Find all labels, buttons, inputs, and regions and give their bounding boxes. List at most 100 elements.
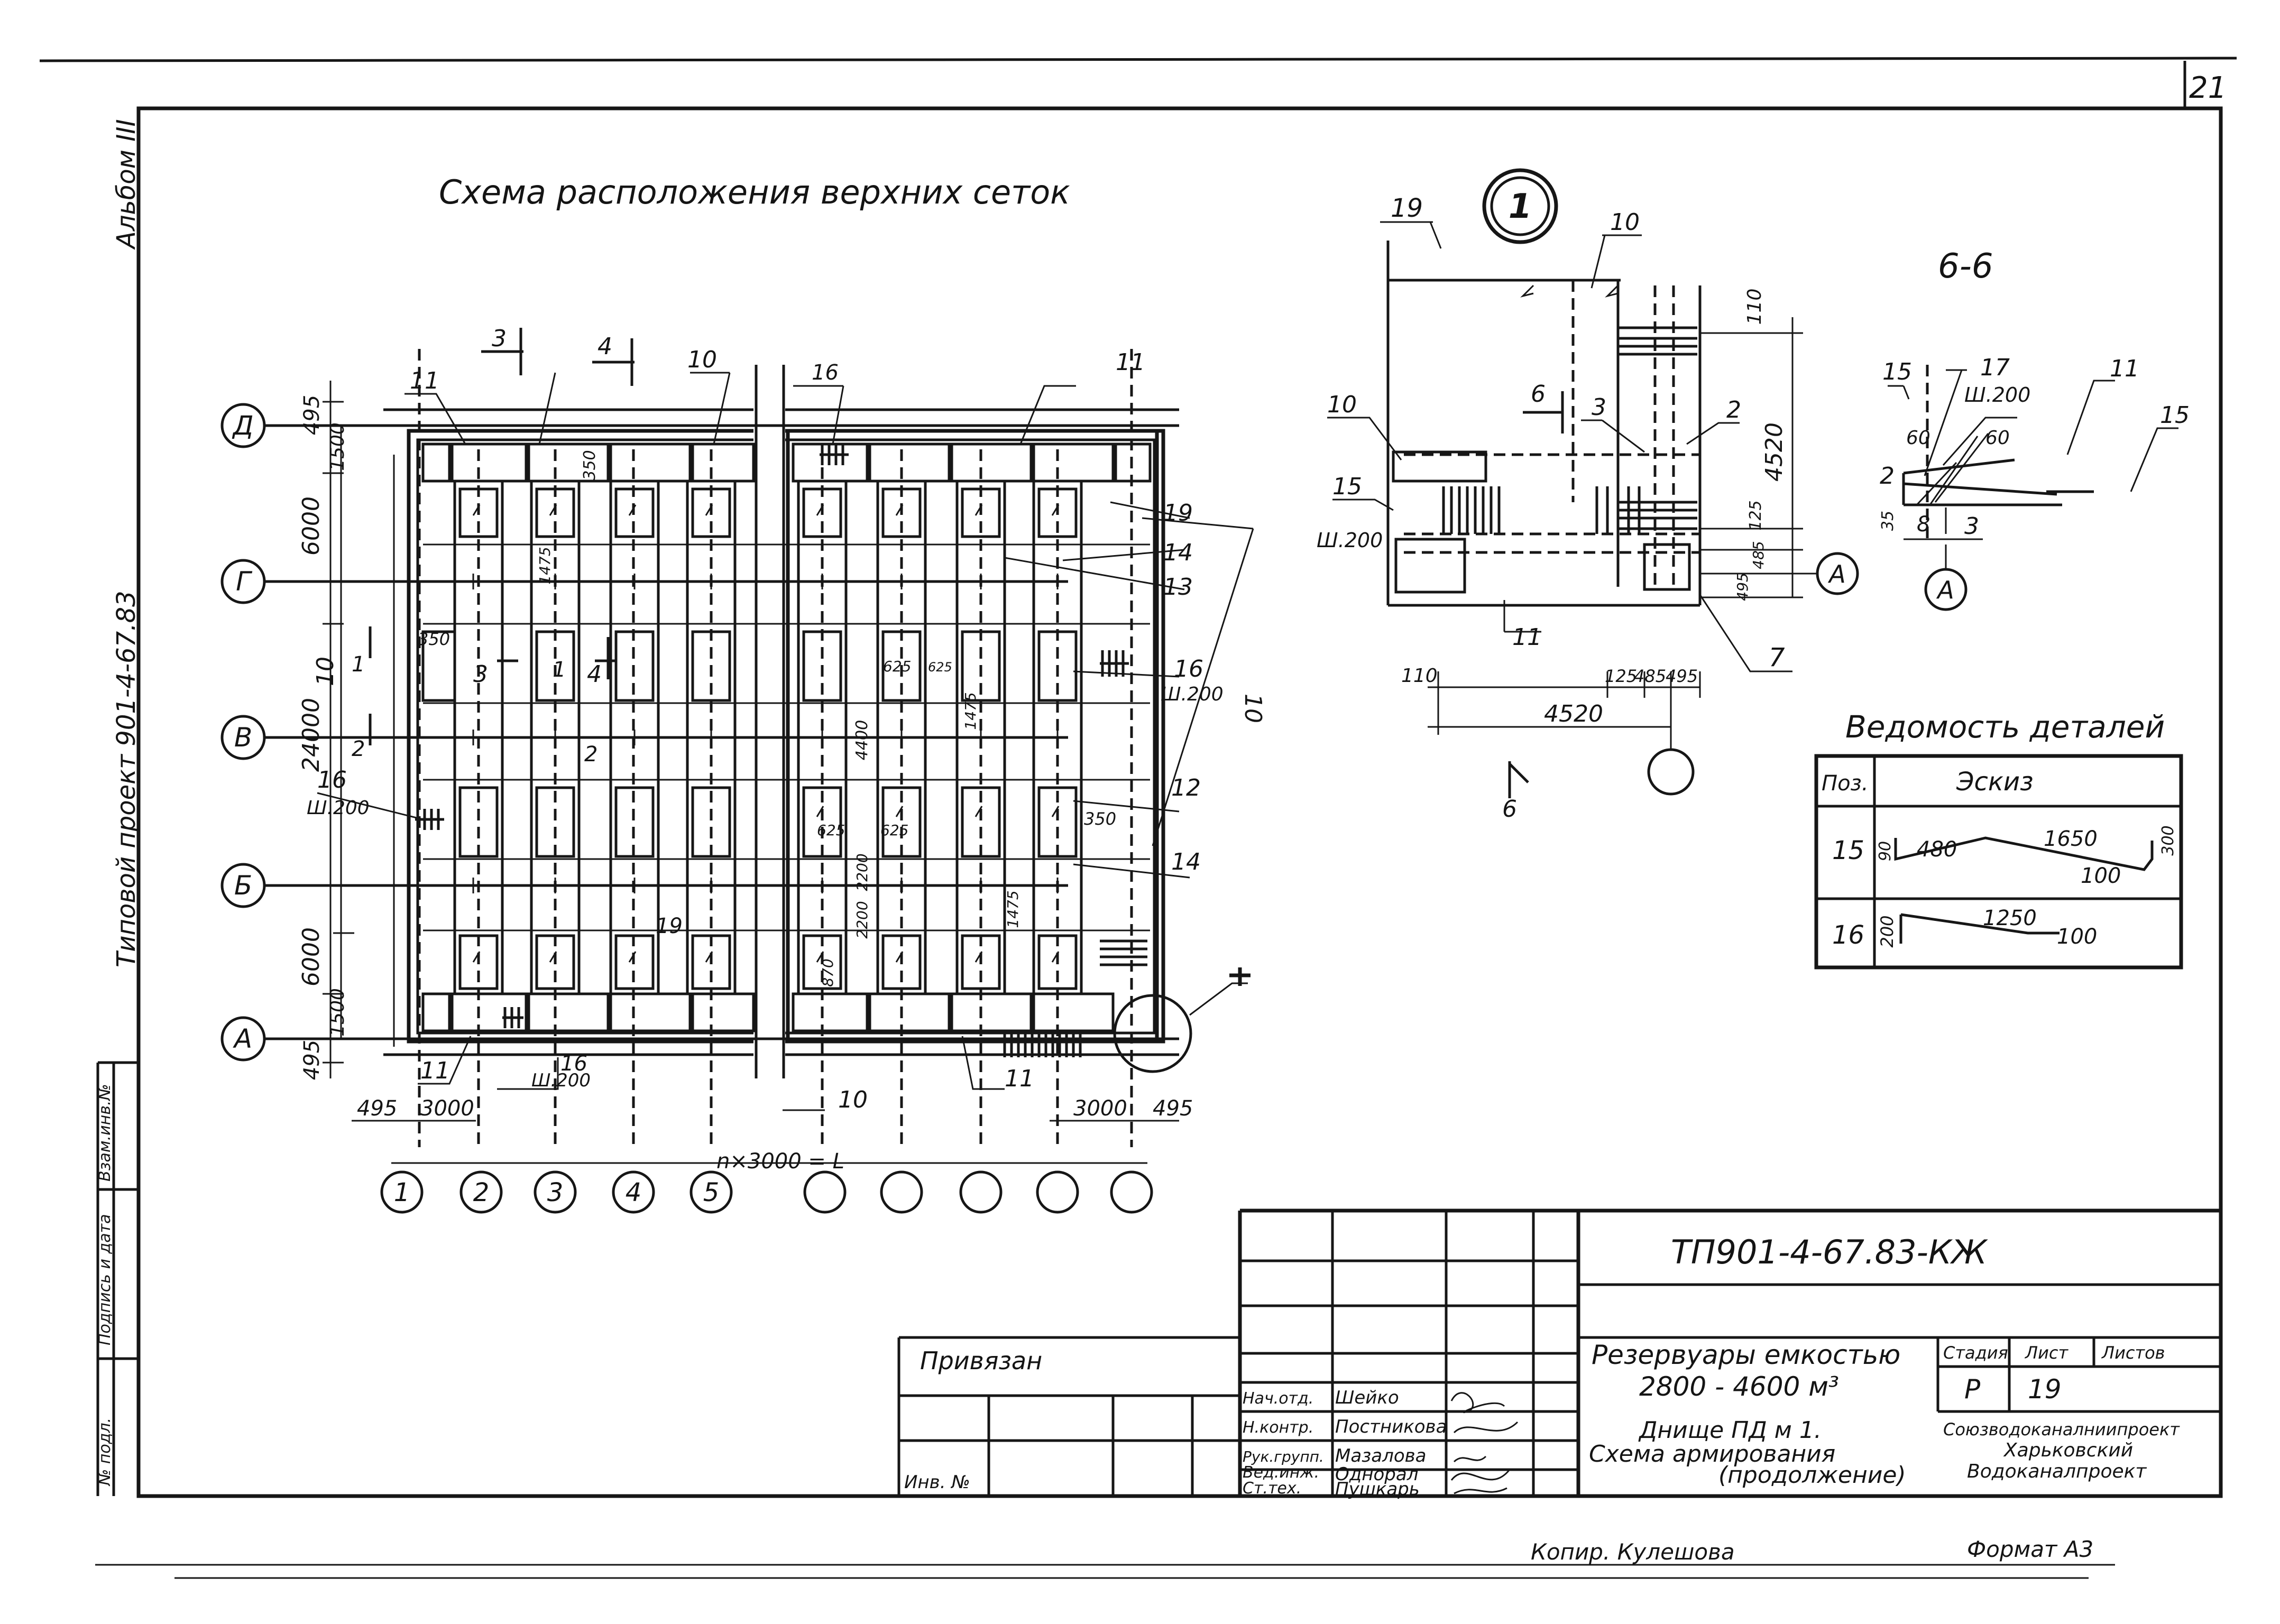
org-line-1: Союзводоканалниипроект — [1943, 1419, 2180, 1440]
detail-1-dim-485-v: 485 — [1750, 541, 1767, 569]
parts-row-15-c: 1650 — [2044, 827, 2098, 851]
sheet-line-1: Днище ПД м 1. — [1638, 1417, 1822, 1444]
callout-16-bottom: 16 — [560, 1051, 587, 1076]
stage-value: Р — [1964, 1374, 1981, 1405]
sheet-number: 21 — [2189, 71, 2227, 105]
role-head-of-dept: Нач.отд. — [1243, 1389, 1313, 1408]
inventory-label: Инв. № — [904, 1472, 970, 1493]
section-3-top: 3 — [492, 325, 507, 352]
callout-10-bottom: 10 — [838, 1086, 868, 1113]
name-lead-engineer: Однорал — [1335, 1464, 1418, 1485]
detail-1-label-2: 2 — [1726, 396, 1741, 423]
section-2-left: 2 — [352, 737, 365, 761]
col-axis-1: 1 — [394, 1178, 410, 1207]
sheet-line-3: (продолжение) — [1718, 1462, 1906, 1489]
detail-1-label-15-step: Ш.200 — [1317, 529, 1383, 552]
col-axis-5: 5 — [703, 1178, 720, 1207]
parts-row-15-e: 100 — [2081, 864, 2121, 888]
section-6-6-title: 6-6 — [1938, 247, 1993, 286]
name-head-of-dept: Шейко — [1335, 1387, 1399, 1408]
parts-table: Ведомость деталей Поз. Эскиз 15 90 480 1… — [1814, 709, 2183, 970]
role-group-lead: Рук.групп. — [1243, 1448, 1324, 1465]
signatures — [1450, 1392, 1519, 1494]
section-4-top: 4 — [597, 333, 612, 360]
dim-625-a: 625 — [883, 658, 911, 675]
detail-1: 1 19 10 6 3 2 10 15 Ш.200 11 7 110 4520 — [1317, 168, 1859, 823]
callout-16-right-step: Ш.200 — [1161, 684, 1224, 705]
row-axis-V: В — [234, 722, 252, 753]
parts-row-15-pos: 15 — [1832, 836, 1864, 865]
row-axis-B: Б — [234, 870, 252, 901]
callout-16-left: 16 — [317, 767, 347, 793]
dim-625-c: 625 — [817, 822, 845, 839]
dim-6000-top: 6000 — [298, 496, 325, 556]
side-stamp-replaces: Взам.инв.№ — [96, 1084, 114, 1182]
dim-1475-c: 1475 — [1004, 890, 1022, 928]
callout-16-top: 16 — [812, 361, 839, 385]
plan-title: Схема расположения верхних сеток — [439, 173, 1070, 211]
sheet-line-2: Схема армирования — [1589, 1441, 1835, 1468]
col-axis-2: 2 — [473, 1178, 490, 1207]
detail-1-mark: 1 — [1509, 187, 1532, 226]
dim-495-right: 495 — [1153, 1096, 1193, 1121]
section-6-6-label-35: 35 — [1879, 511, 1897, 531]
dim-10-left: 10 — [312, 657, 339, 686]
callout-11-tl: 11 — [410, 367, 439, 394]
parts-row-15-b: 480 — [1917, 837, 1957, 862]
dim-2200-b: 2200 — [853, 901, 871, 938]
section-1-mid: 1 — [553, 658, 566, 682]
callout-10-top: 10 — [687, 346, 717, 373]
dim-10-right: 10 — [1239, 694, 1266, 723]
sheet-label: Лист — [2025, 1343, 2068, 1363]
section-2-mid: 2 — [584, 742, 597, 767]
format-label: Формат А3 — [1967, 1536, 2093, 1562]
org-line-3: Водоканалпроект — [1967, 1461, 2147, 1482]
parts-table-col-pos: Поз. — [1822, 771, 1869, 796]
callout-11-bottom-left: 11 — [420, 1057, 450, 1084]
dim-24000: 24000 — [298, 698, 325, 772]
callout-19-right: 19 — [1163, 500, 1193, 527]
role-norm-control: Н.контр. — [1243, 1418, 1313, 1437]
plan-callouts: 11 10 16 11 19 14 13 16 Ш.200 12 14 16 Ш… — [307, 346, 1254, 1113]
col-axis-3: 3 — [547, 1178, 564, 1207]
detail-1-dim-4520-h: 4520 — [1544, 700, 1603, 727]
object-line-1: Резервуары емкостью — [1592, 1340, 1900, 1370]
parts-row-16-pos: 16 — [1832, 920, 1864, 950]
detail-1-dim-495-h: 495 — [1666, 666, 1698, 686]
detail-1-dim-4520-v: 4520 — [1761, 422, 1788, 482]
sheets-label: Листов — [2101, 1343, 2165, 1363]
left-dimension-chain: 495 1500 6000 10 24000 6000 1500 495 — [298, 381, 354, 1080]
section-4-mid: 4 — [587, 661, 602, 688]
title-block-code: ТП901-4-67.83-КЖ — [1671, 1233, 1988, 1271]
dim-3000-left: 3000 — [420, 1096, 474, 1121]
callout-14-a: 14 — [1163, 539, 1193, 566]
section-6-6-label-15a: 15 — [1882, 358, 1912, 385]
copied-by: Копир. Кулешова — [1531, 1539, 1735, 1565]
detail-1-label-15: 15 — [1332, 473, 1362, 500]
section-6-6-label-11: 11 — [2110, 355, 2139, 382]
dim-2200-a: 2200 — [853, 853, 871, 891]
dim-870: 870 — [819, 958, 836, 986]
mesh-panels — [421, 487, 1078, 990]
callout-11-bottom-right: 11 — [1005, 1065, 1034, 1092]
detail-1-axis-A: А — [1827, 560, 1845, 588]
parts-row-16-b: 1250 — [1983, 906, 2037, 930]
row-axis-A: А — [233, 1023, 252, 1054]
section-6-6: 6-6 15 17 Ш.200 11 15 60 60 2 35 8 3 А — [1879, 247, 2190, 611]
side-stamp-original: № подл. — [96, 1418, 114, 1487]
role-senior-tech: Ст.тех. — [1243, 1479, 1301, 1498]
dim-495-left: 495 — [357, 1096, 397, 1121]
dim-1500-top: 1500 — [327, 422, 348, 471]
detail-1-label-3: 3 — [1592, 394, 1606, 421]
section-6-6-label-17: 17 — [1980, 354, 2010, 381]
internal-dimensions: 350 350 350 1475 1475 1475 625 625 625 6… — [418, 450, 1266, 986]
plan-section-marks: 3 4 3 4 1 1 2 2 — [352, 325, 635, 767]
section-6-6-label-3: 3 — [1964, 513, 1979, 540]
dim-350-right: 350 — [1084, 809, 1116, 829]
callout-13: 13 — [1163, 574, 1193, 601]
section-6-6-axis-A: А — [1936, 576, 1954, 604]
object-line-2: 2800 - 4600 м³ — [1639, 1371, 1839, 1402]
section-6-6-label-60a: 60 — [1906, 427, 1930, 449]
name-senior-tech: Пушкарь — [1335, 1479, 1420, 1500]
